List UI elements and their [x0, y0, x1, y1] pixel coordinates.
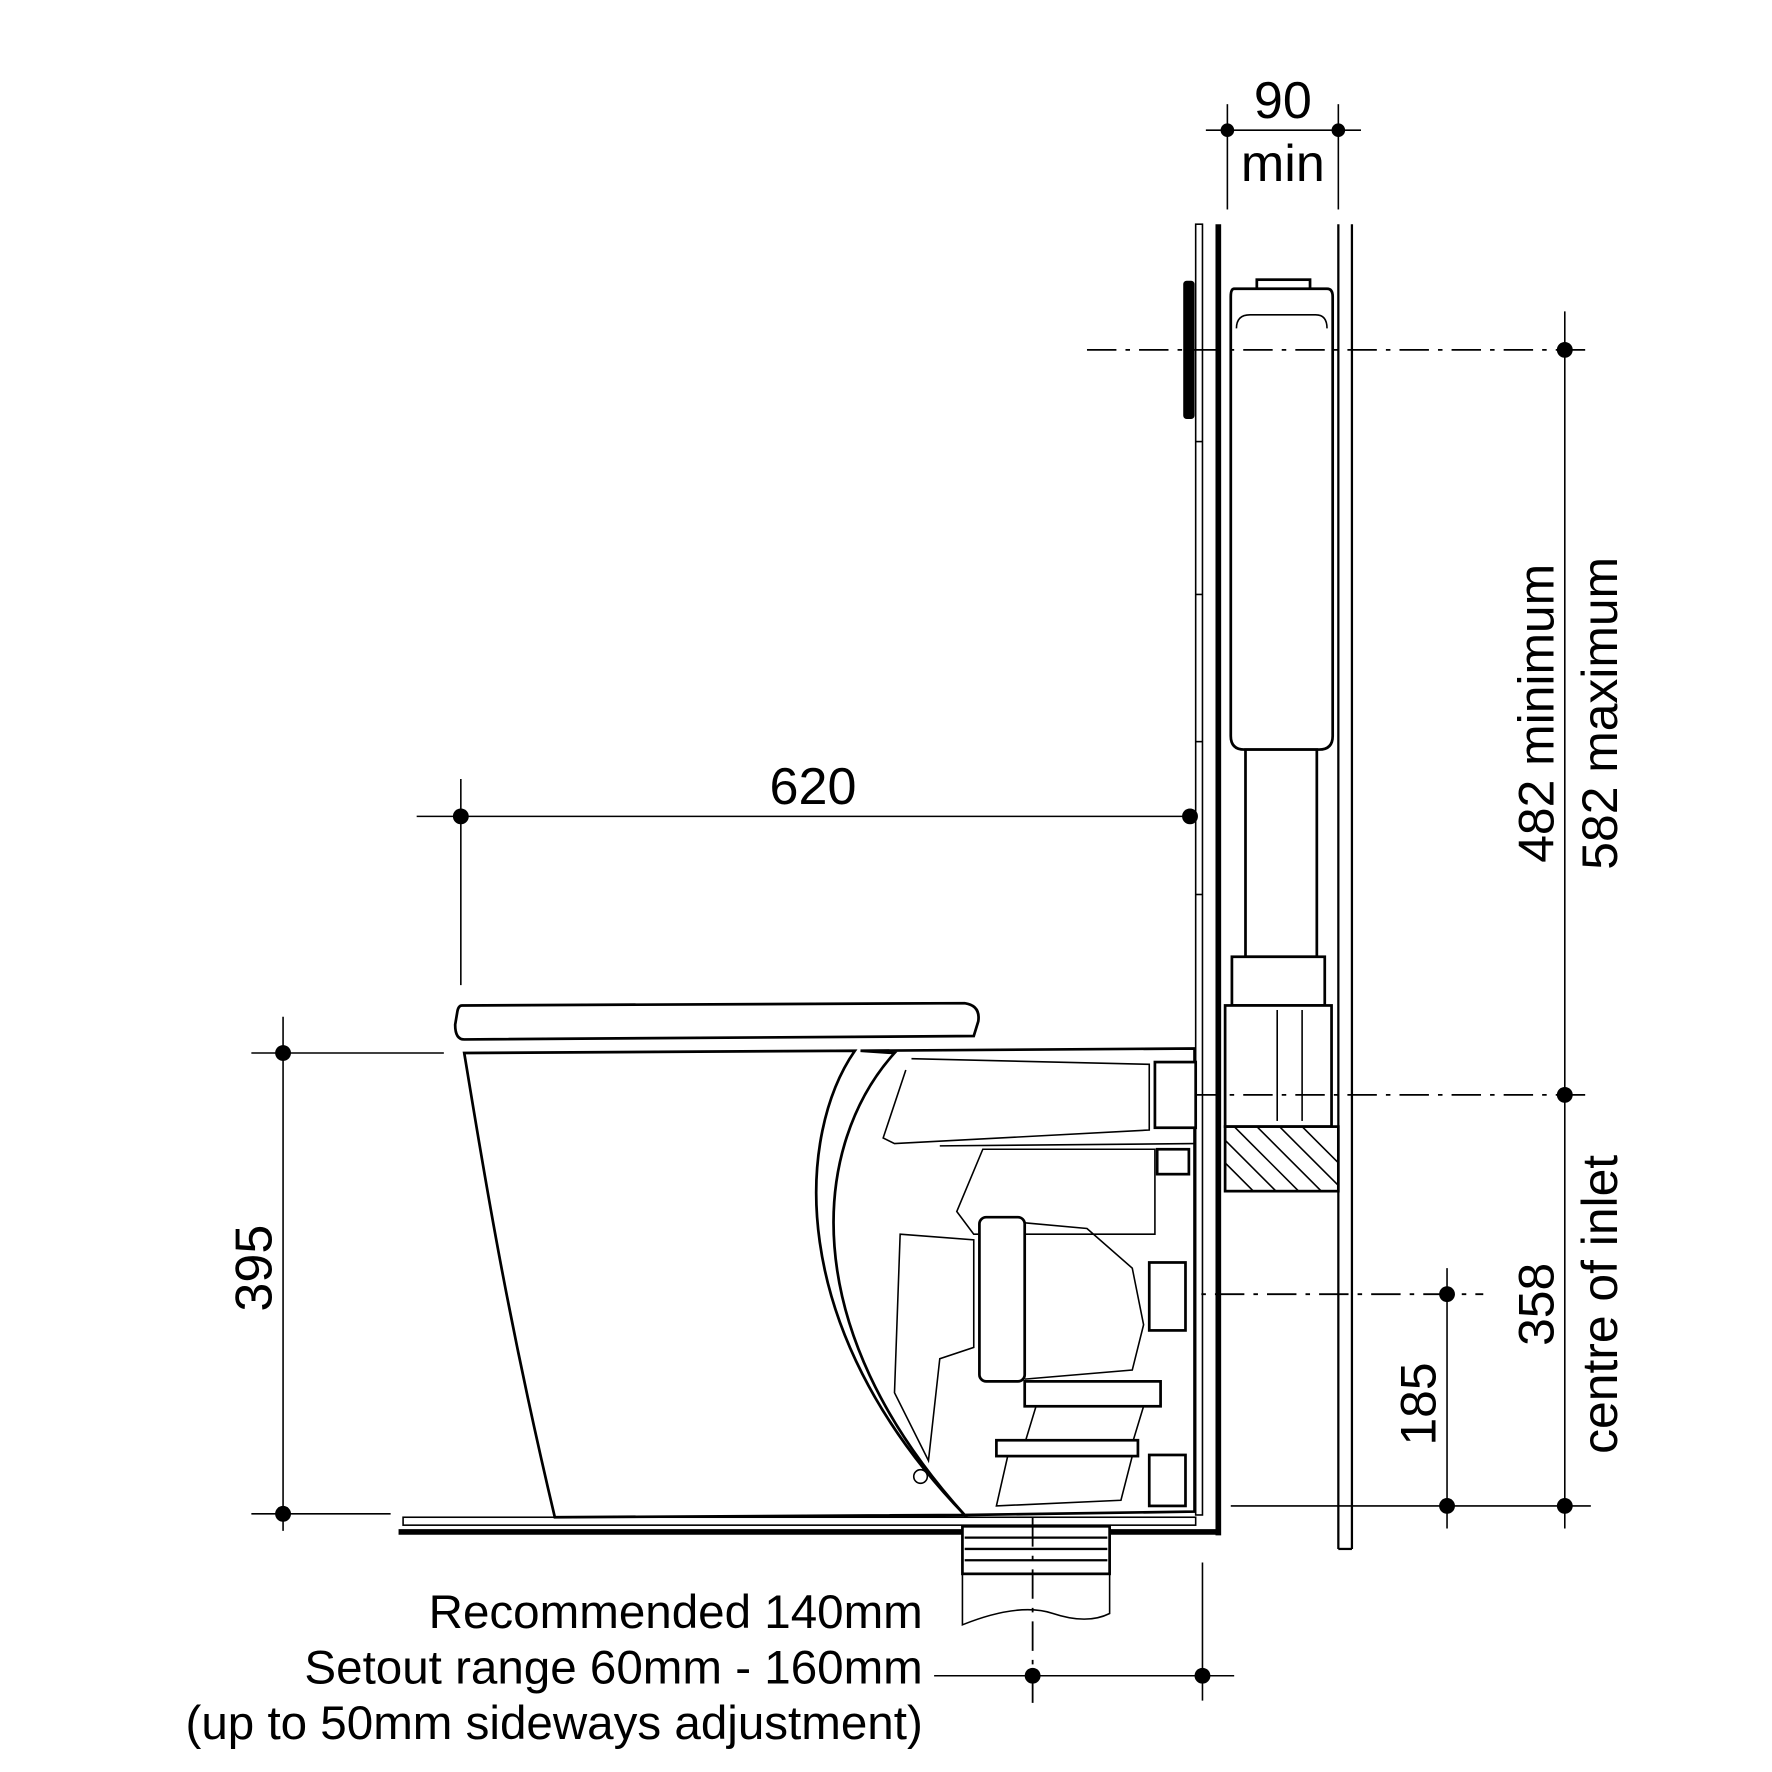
dim-582-max: 582 maximum: [1572, 557, 1628, 870]
dim-482-min: 482 minimum: [1508, 564, 1564, 863]
toilet-pan: [453, 1001, 1198, 1519]
flush-button: [1183, 280, 1195, 419]
setout-note-recommended: Recommended 140mm: [429, 1586, 923, 1639]
concealed-cistern: [1223, 278, 1340, 1193]
dimension-wall-cavity: 90 min: [1205, 72, 1361, 210]
dim-90: 90: [1254, 72, 1312, 130]
dim-358: 358: [1508, 1263, 1564, 1346]
setout-note-sideways: (up to 50mm sideways adjustment): [186, 1697, 923, 1750]
wall: [1194, 223, 1354, 1551]
waste-outlet-pipe: [961, 1524, 1111, 1626]
dimension-pan-depth: 620: [416, 758, 1198, 986]
setout-note-range: Setout range 60mm - 160mm: [304, 1642, 922, 1695]
dimension-pan-height: 395: [226, 1016, 444, 1531]
dim-395: 395: [226, 1225, 284, 1312]
dim-185: 185: [1391, 1362, 1447, 1445]
dim-90-note: min: [1241, 135, 1325, 193]
dimension-setout: [934, 1517, 1235, 1710]
dim-620: 620: [770, 758, 857, 816]
label-centre-of-inlet: centre of inlet: [1572, 1155, 1628, 1454]
dimension-right: 482 minimum 582 maximum 358 centre of in…: [1230, 311, 1628, 1529]
